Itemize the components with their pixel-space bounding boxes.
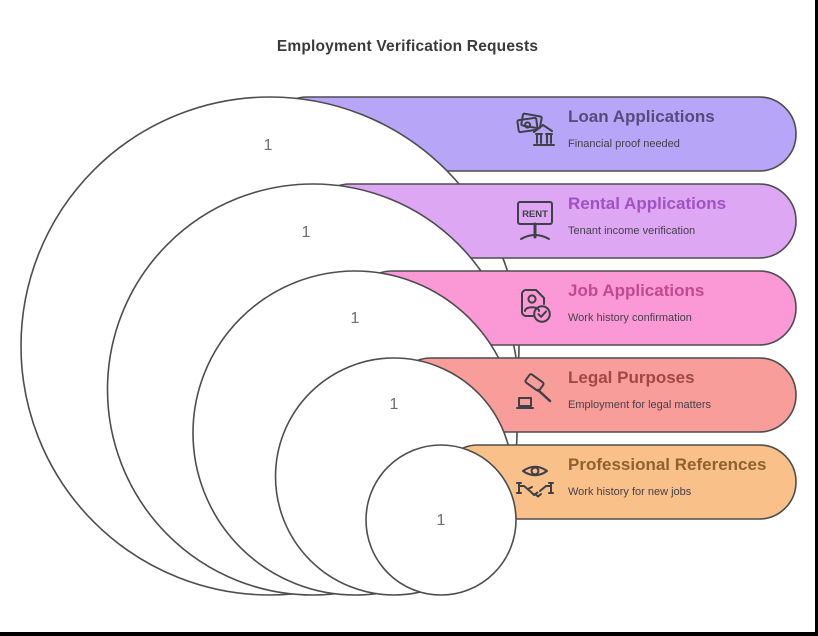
gavel-icon	[516, 373, 552, 409]
row-title: Professional References	[568, 455, 766, 474]
circle-count-5: 1	[437, 512, 446, 529]
row-description: Work history confirmation	[568, 312, 692, 324]
circle-count-3: 1	[351, 310, 360, 327]
circle-count-4: 1	[390, 396, 399, 413]
row-description: Employment for legal matters	[568, 399, 712, 411]
row-title: Loan Applications	[568, 107, 715, 126]
row-title: Job Applications	[568, 281, 704, 300]
row-professional-references	[365, 444, 797, 596]
row-description: Work history for new jobs	[568, 486, 692, 498]
row-description: Financial proof needed	[568, 138, 680, 150]
rent-sign-icon: RENT	[517, 201, 553, 240]
circle-count-2: 1	[302, 224, 311, 241]
applicant-check-icon	[521, 289, 551, 323]
rent-sign-text: RENT	[522, 209, 548, 220]
row-title: Rental Applications	[568, 194, 726, 213]
eye-handshake-icon	[516, 465, 554, 498]
row-title: Legal Purposes	[568, 368, 695, 387]
bank-money-icon	[516, 112, 555, 146]
page-title: Employment Verification Requests	[276, 38, 539, 55]
row-description: Tenant income verification	[568, 225, 695, 237]
nested-circle-5	[365, 444, 517, 596]
circle-count-1: 1	[264, 137, 273, 154]
